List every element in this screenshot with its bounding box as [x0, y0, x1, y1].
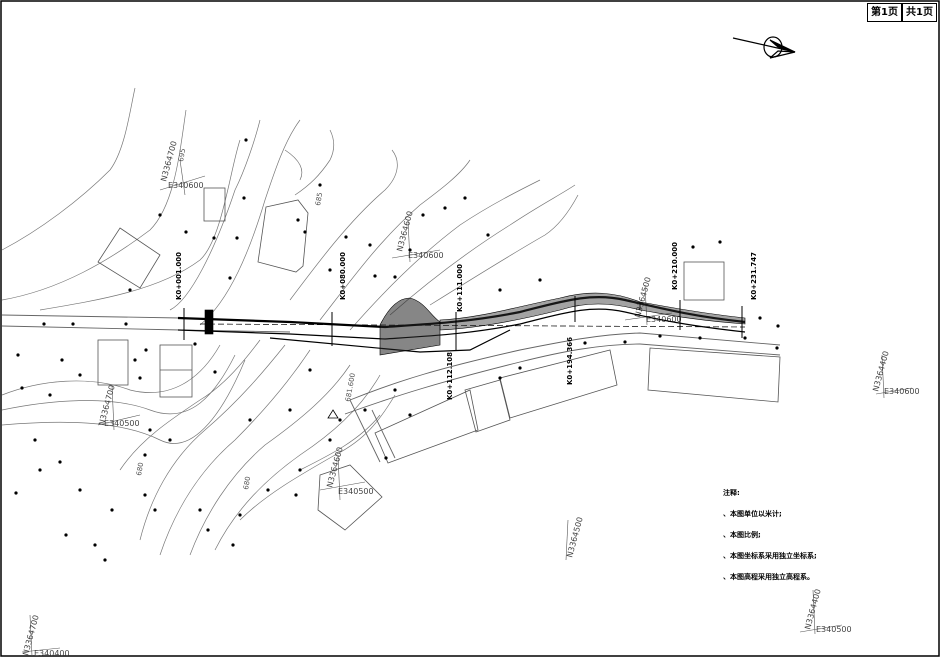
note-item: 、本图单位以米计;	[723, 510, 782, 518]
notes-heading: 注释:	[723, 489, 740, 497]
notes-block: 注释: 、本图单位以米计; 、本图比例; 、本图坐标系采用独立坐标系; 、本图高…	[723, 488, 817, 593]
slope-hatching	[204, 292, 746, 356]
station-label: K0+111.000	[456, 264, 464, 312]
buildings	[97, 187, 781, 531]
grid-label: N3364600	[395, 210, 414, 253]
note-item: 、本图坐标系采用独立坐标系;	[723, 552, 817, 560]
station-label: K0+080.000	[339, 252, 347, 300]
contour-label: 685	[314, 192, 324, 207]
page-number-total: 共1页	[902, 3, 937, 22]
grid-label: E340600	[408, 251, 444, 260]
north-arrow-icon	[732, 36, 796, 59]
grid-label: E340500	[104, 419, 140, 428]
grid-label: E340600	[646, 315, 682, 324]
note-item: 、本图高程采用独立高程系。	[723, 573, 814, 581]
station-label: K0+194.366	[566, 337, 574, 385]
station-label: K0+231.747	[750, 252, 758, 300]
station-label: K0+210.000	[671, 242, 679, 290]
contour-label: 680	[135, 462, 145, 477]
contour-label: 695	[177, 148, 187, 163]
grid-label: N3364500	[633, 276, 652, 319]
grid-label: N3364700	[159, 140, 178, 183]
grid-label: E340500	[338, 487, 374, 496]
grid-label: E340400	[34, 649, 70, 658]
station-label: K0+001.000	[175, 252, 183, 300]
grid-label: E340600	[168, 181, 204, 190]
page-number-current: 第1页	[867, 3, 902, 22]
station-labels: K0+001.000 K0+111.000 K0+231.747 K0+080.…	[175, 242, 758, 400]
grid-label: E340600	[884, 387, 920, 396]
contour-label: 680	[242, 476, 252, 491]
survey-points	[14, 138, 780, 562]
station-ticks	[183, 296, 743, 350]
grid-label: N3364600	[325, 446, 344, 489]
contour-lines	[1, 87, 579, 556]
control-point-icon	[327, 409, 339, 419]
note-item: 、本图比例;	[723, 531, 761, 539]
grid-label: E340500	[816, 625, 852, 634]
station-label: K0+112.108	[446, 352, 454, 400]
